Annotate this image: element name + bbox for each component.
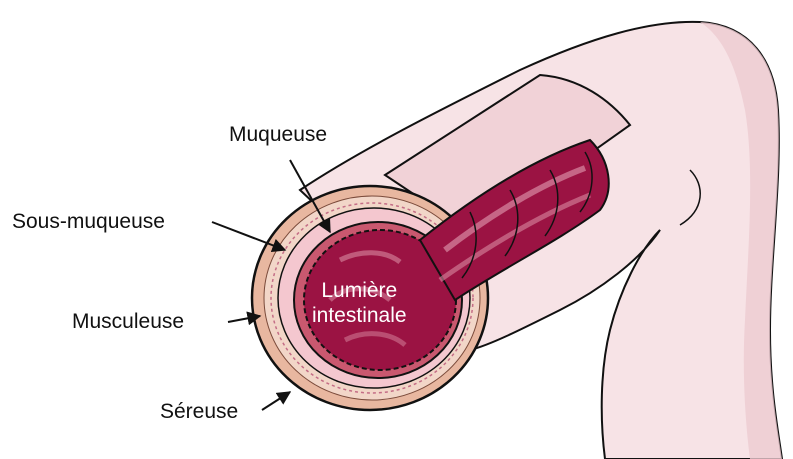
label-musculeuse: Musculeuse: [72, 311, 184, 332]
arrow-sereuse: [262, 392, 290, 410]
label-sereuse: Séreuse: [160, 401, 238, 422]
label-lumiere-intestinale: Lumière intestinale: [312, 278, 407, 328]
label-muqueuse: Muqueuse: [229, 124, 327, 145]
label-sous-muqueuse: Sous-muqueuse: [12, 211, 165, 232]
label-lumiere-line1: Lumière: [312, 278, 407, 303]
label-lumiere-line2: intestinale: [312, 303, 407, 328]
